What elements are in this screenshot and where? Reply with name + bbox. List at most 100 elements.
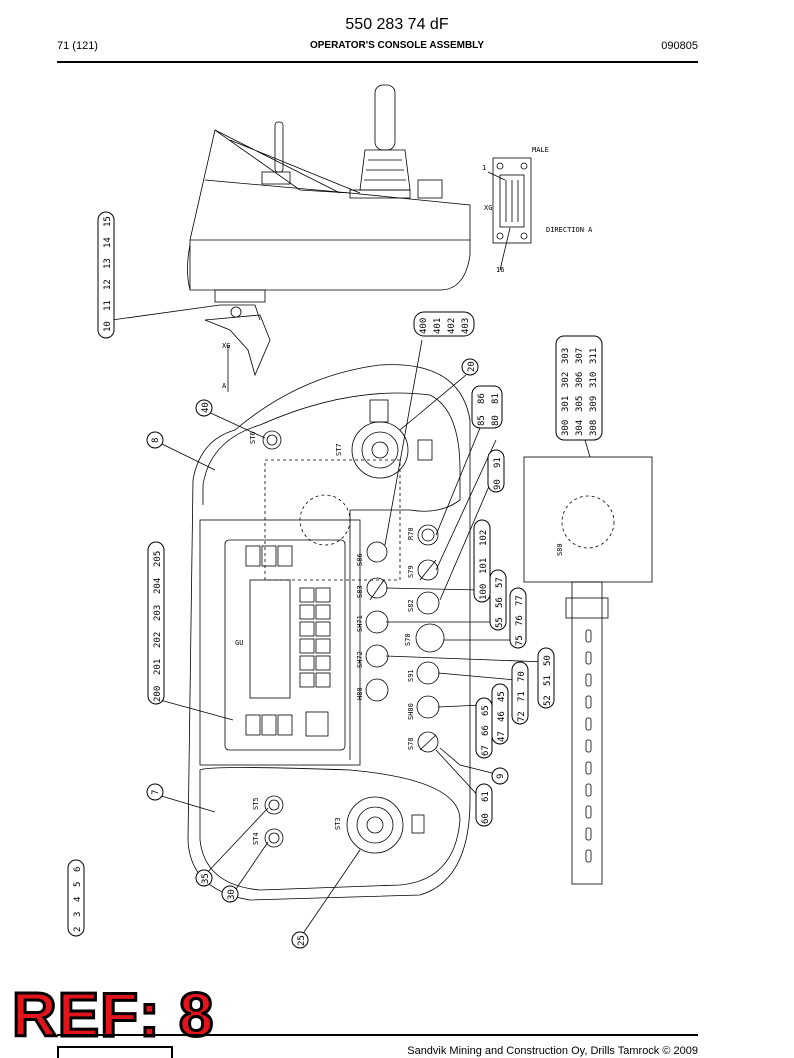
balloon-75: 75	[515, 635, 525, 646]
balloon-90: 90	[493, 479, 503, 490]
balloon-310: 310	[589, 372, 599, 388]
balloon-308: 308	[589, 420, 599, 436]
direction-a-label: DIRECTION A	[546, 226, 593, 234]
balloon-403: 403	[461, 318, 471, 334]
tag-r70: R70	[407, 527, 415, 540]
male-label: MALE	[532, 146, 549, 154]
balloon-80: 80	[491, 415, 501, 426]
balloon-81: 81	[491, 393, 501, 404]
balloon-group-400-403: 400 401 402 403	[413, 311, 475, 337]
balloon-204: 204	[153, 578, 163, 594]
tag-s86: S86	[356, 553, 364, 566]
tag-s91: S91	[407, 669, 415, 682]
balloon-56: 56	[495, 597, 505, 608]
balloon-9: 9	[496, 774, 506, 779]
balloon-group-10-15: 10 11 12 13 14 15	[97, 211, 115, 339]
balloon-46: 46	[497, 711, 507, 722]
balloon-86: 86	[477, 393, 487, 404]
balloon-303: 303	[561, 348, 571, 364]
xg-view-label: XG	[222, 342, 230, 350]
balloon-77: 77	[515, 595, 525, 606]
balloon-11: 11	[103, 300, 113, 311]
balloon-302: 302	[561, 372, 571, 388]
tag-s83: S83	[356, 585, 364, 598]
balloon-72: 72	[517, 711, 527, 722]
balloon-3: 3	[73, 912, 83, 917]
tag-h80: H80	[356, 687, 364, 700]
balloon-6: 6	[73, 867, 83, 872]
balloon-group-200-205: 200 201 202 203 204 205	[147, 541, 165, 705]
tag-st7: ST7	[335, 443, 343, 456]
footer-rule	[57, 1034, 698, 1036]
balloon-12: 12	[103, 279, 113, 290]
tag-s79: S79	[407, 565, 415, 578]
balloon-25: 25	[297, 935, 307, 946]
balloon-10: 10	[103, 321, 113, 332]
s80-label: S80	[556, 543, 564, 556]
balloon-pairs: 85 86 80 81 90 91 100 101 102 55 56 57 7…	[471, 385, 555, 827]
balloon-85: 85	[477, 415, 487, 426]
balloon-2: 2	[73, 927, 83, 932]
balloon-305: 305	[575, 396, 585, 412]
tag-sh80: SH80	[407, 703, 415, 720]
balloon-402: 402	[447, 318, 457, 334]
balloon-14: 14	[103, 237, 113, 248]
ref-stamp: REF: 8	[10, 981, 215, 1050]
gu-label: GU	[235, 639, 243, 647]
balloon-300: 300	[561, 420, 571, 436]
tag-st5: ST5	[252, 797, 260, 810]
balloon-20: 20	[467, 361, 477, 372]
balloon-201: 201	[153, 659, 163, 675]
balloon-304: 304	[575, 420, 585, 436]
balloon-30: 30	[227, 889, 237, 900]
balloon-51: 51	[543, 675, 553, 686]
balloon-76: 76	[515, 615, 525, 626]
balloon-50: 50	[543, 655, 553, 666]
tag-s78: S78	[407, 737, 415, 750]
console-side-view	[187, 84, 471, 377]
balloon-61: 61	[481, 791, 491, 802]
document-number: 550 283 74 dF	[345, 16, 449, 33]
balloon-70: 70	[517, 671, 527, 682]
balloon-202: 202	[153, 632, 163, 648]
tag-st4: ST4	[252, 832, 260, 845]
balloon-301: 301	[561, 396, 571, 412]
s80-module: S80	[523, 456, 653, 885]
console-top-view: GU	[187, 364, 471, 901]
balloon-205: 205	[153, 551, 163, 567]
page-reference: 71 (121)	[57, 40, 98, 52]
rail-slots	[585, 629, 592, 863]
balloon-5: 5	[73, 882, 83, 887]
balloon-7: 7	[151, 790, 161, 795]
arrow-a-label: A	[222, 382, 227, 390]
balloon-101: 101	[479, 558, 489, 574]
footer-copyright: Sandvik Mining and Construction Oy, Dril…	[407, 1045, 698, 1057]
balloon-71: 71	[517, 691, 527, 702]
balloon-35: 35	[201, 873, 211, 884]
balloon-67: 67	[481, 745, 491, 756]
balloon-55: 55	[495, 617, 505, 628]
balloon-4: 4	[73, 897, 83, 902]
pin-1-label: 1	[482, 164, 486, 172]
balloon-57: 57	[495, 577, 505, 588]
balloon-203: 203	[153, 605, 163, 621]
balloon-47: 47	[497, 731, 507, 742]
balloon-307: 307	[575, 348, 585, 364]
balloon-group-300-311: 300 301 302 303 304 305 306 307 308 309 …	[555, 335, 603, 441]
connector-xg-detail: 1 16 XG MALE DIRECTION A XG A	[222, 146, 593, 392]
document-date: 090805	[661, 40, 698, 52]
balloon-200: 200	[153, 686, 163, 702]
balloon-40: 40	[201, 402, 211, 413]
tag-s70: S70	[404, 633, 412, 646]
component-tags: ST6 ST7 R70 S86 S79 S83 S82 SH71 S70 SH7…	[249, 431, 415, 845]
balloon-100: 100	[479, 584, 489, 600]
sandvik-logo	[57, 1046, 173, 1058]
balloon-group-2-6: 2 3 4 5 6	[67, 859, 85, 937]
balloon-91: 91	[493, 457, 503, 468]
tag-st6: ST6	[249, 431, 257, 444]
header-rule	[57, 61, 698, 63]
single-balloons: 20 40 8 7 9 35 30 25	[146, 358, 509, 949]
tag-st3: ST3	[334, 817, 342, 830]
tag-s82: S82	[407, 599, 415, 612]
